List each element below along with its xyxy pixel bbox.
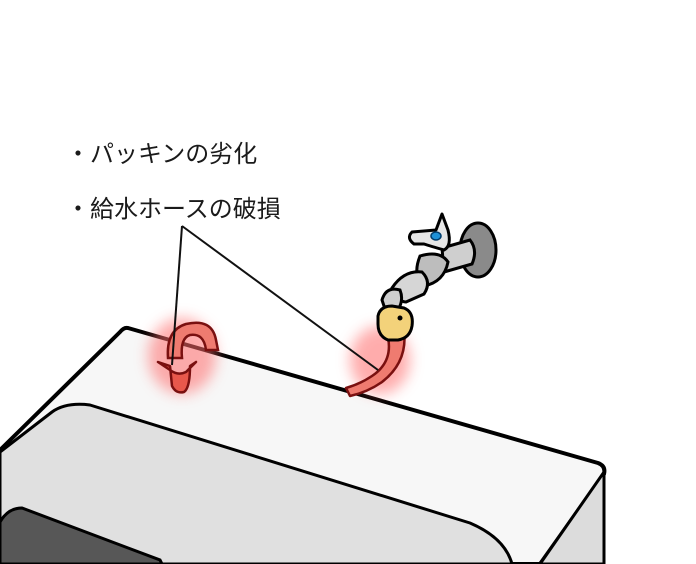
label-packing-deterioration: ・パッキンの劣化 (66, 140, 258, 168)
leader-lines (171, 225, 379, 371)
faucet (376, 212, 498, 342)
machine-side-face (538, 467, 606, 564)
faucet-handle (407, 212, 451, 252)
packing-nut (376, 304, 414, 342)
supply-hose (344, 328, 406, 398)
machine-window (0, 506, 164, 564)
packing-hose (156, 321, 220, 394)
leader-line-packing (171, 225, 183, 366)
label-supply-hose-damage: ・給水ホースの破損 (66, 195, 281, 223)
faucet-handle-dot (430, 231, 442, 241)
machine-lid-panel (0, 402, 514, 564)
leader-line-hose (181, 225, 379, 371)
washing-machine (0, 325, 607, 564)
